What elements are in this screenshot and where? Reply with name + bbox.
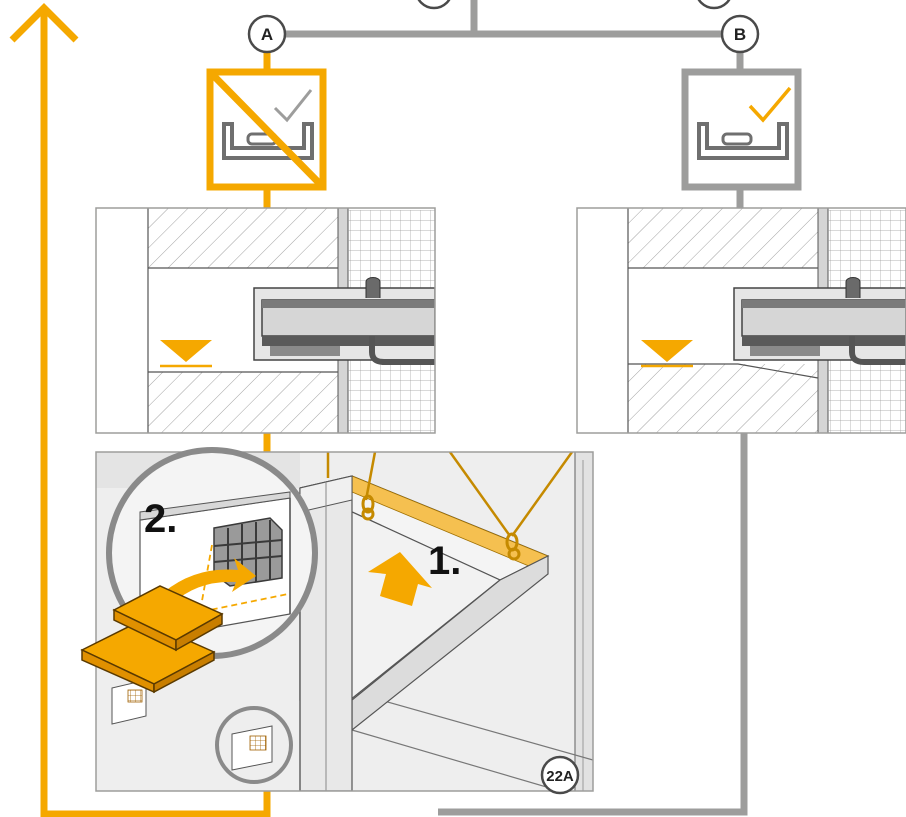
branch-b-node: B bbox=[722, 16, 758, 52]
level-check-box-a bbox=[210, 72, 323, 187]
figure-id-label: 22A bbox=[546, 768, 574, 785]
section-view-a bbox=[96, 208, 435, 433]
level-check-box-b bbox=[685, 72, 798, 187]
step-1-label: 1. bbox=[428, 539, 461, 583]
step-2-label: 2. bbox=[144, 497, 177, 541]
branch-a-node: A bbox=[249, 16, 285, 52]
wall-opening-small bbox=[232, 726, 272, 770]
branch-a-label: A bbox=[261, 25, 273, 44]
figure-id-badge: 22A bbox=[542, 757, 578, 793]
section-view-b bbox=[577, 208, 906, 433]
partial-node-left bbox=[416, 0, 452, 8]
branch-b-label: B bbox=[734, 25, 746, 44]
partial-node-right bbox=[696, 0, 732, 8]
